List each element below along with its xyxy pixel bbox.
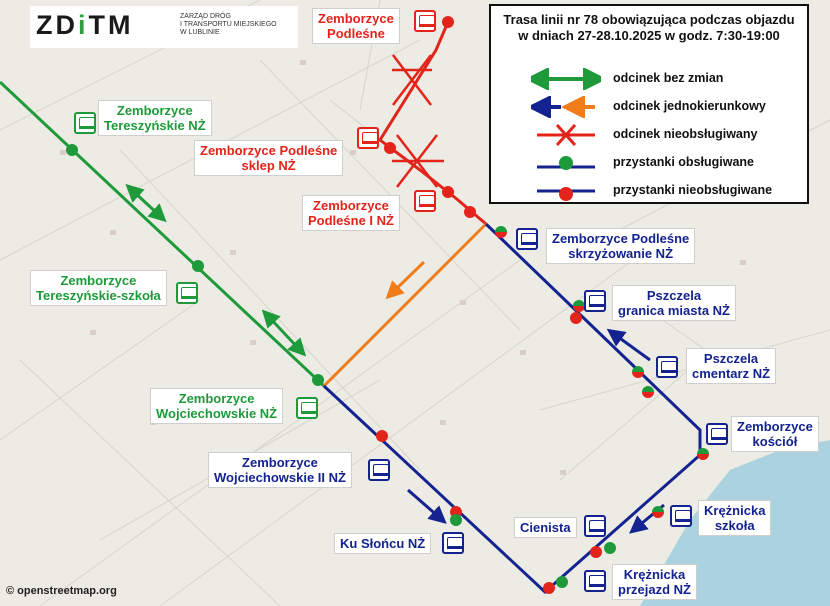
stop-dot-half: [556, 576, 568, 588]
stop-dot-half: [604, 542, 616, 554]
stop-dot-half: [495, 226, 507, 238]
logo-line-2: I TRANSPORTU MIEJSKIEGO: [180, 21, 277, 28]
stop-dot-half: [642, 386, 654, 398]
stop-label-ku-slońcu: Ku Słońcu NŻ: [334, 533, 432, 554]
bus-stop-icon: [442, 532, 464, 554]
stop-dots: [66, 16, 709, 594]
stop-dot-served: [312, 374, 324, 386]
bus-stop-icon: [357, 127, 379, 149]
served-stop-icon: [537, 156, 595, 170]
stop-dot-served: [192, 260, 204, 272]
legend: Trasa linii nr 78 obowiązująca podczas o…: [489, 4, 809, 204]
stop-dot-half: [450, 514, 462, 526]
logo-mark: ZDiTM: [36, 10, 134, 40]
legend-item-stops-served: przystanki obsługiwane: [491, 152, 807, 174]
stop-dot-half: [652, 506, 664, 518]
bus-stop-icon: [706, 423, 728, 445]
stop-dot-half: [697, 448, 709, 460]
bus-stop-icon: [516, 228, 538, 250]
map-attribution: © openstreetmap.org: [6, 585, 117, 597]
one-way-arrow-icon: [407, 488, 447, 524]
bus-stop-icon: [296, 397, 318, 419]
bus-stop-icon: [368, 459, 390, 481]
bus-stop-icon: [584, 570, 606, 592]
route-one-way-orange: [322, 222, 488, 388]
stop-dot-half: [573, 300, 585, 312]
double-arrow-icon: [125, 183, 167, 223]
legend-item-one-way: odcinek jednokierunkowy: [491, 96, 807, 118]
stop-dot-unserved: [442, 16, 454, 28]
bus-stop-icon: [670, 505, 692, 527]
double-arrow-icon: [261, 309, 307, 357]
stop-dot-half: [590, 546, 602, 558]
stop-dot-unserved: [464, 206, 476, 218]
bus-stop-icon: [74, 112, 96, 134]
bus-stop-icon: [414, 190, 436, 212]
one-way-arrow-icon: [531, 96, 595, 118]
stop-dot-unserved: [384, 142, 396, 154]
stop-dot-half: [570, 312, 582, 324]
cross-icon: [537, 124, 595, 146]
stop-dot-unserved: [442, 186, 454, 198]
cross-icon: [392, 54, 432, 106]
logo-line-1: ZARZĄD DRÓG: [180, 13, 231, 20]
legend-item-stops-unserved: przystanki nieobsługiwane: [491, 180, 807, 202]
legend-item-out-of-service: odcinek nieobsługiwany: [491, 124, 807, 146]
route-out-of-service: [377, 21, 487, 226]
one-way-arrow-icon: [606, 328, 651, 362]
legend-title: Trasa linii nr 78 obowiązująca podczas o…: [503, 12, 795, 43]
bus-stop-icon: [656, 356, 678, 378]
one-way-arrow-icon: [385, 260, 426, 300]
stop-dot-half: [376, 430, 388, 442]
logo-line-3: W LUBLINIE: [180, 29, 220, 36]
stop-label-cienista: Cienista: [514, 517, 577, 538]
unserved-stop-icon: [537, 187, 595, 201]
legend-item-unchanged: odcinek bez zmian: [491, 68, 807, 90]
stop-dot-half: [543, 582, 555, 594]
bus-stop-icon: [176, 282, 198, 304]
zditm-logo: ZDiTM ZARZĄD DRÓG I TRANSPORTU MIEJSKIEG…: [30, 6, 298, 48]
cross-icon: [392, 134, 444, 188]
stop-dot-served: [66, 144, 78, 156]
logo-text: ZARZĄD DRÓG I TRANSPORTU MIEJSKIEGO W LU…: [180, 13, 277, 37]
bus-stop-icon: [584, 515, 606, 537]
stop-dot-half: [632, 366, 644, 378]
bus-stop-icon: [584, 290, 606, 312]
bus-stop-icon: [414, 10, 436, 32]
double-arrow-icon: [531, 68, 601, 90]
